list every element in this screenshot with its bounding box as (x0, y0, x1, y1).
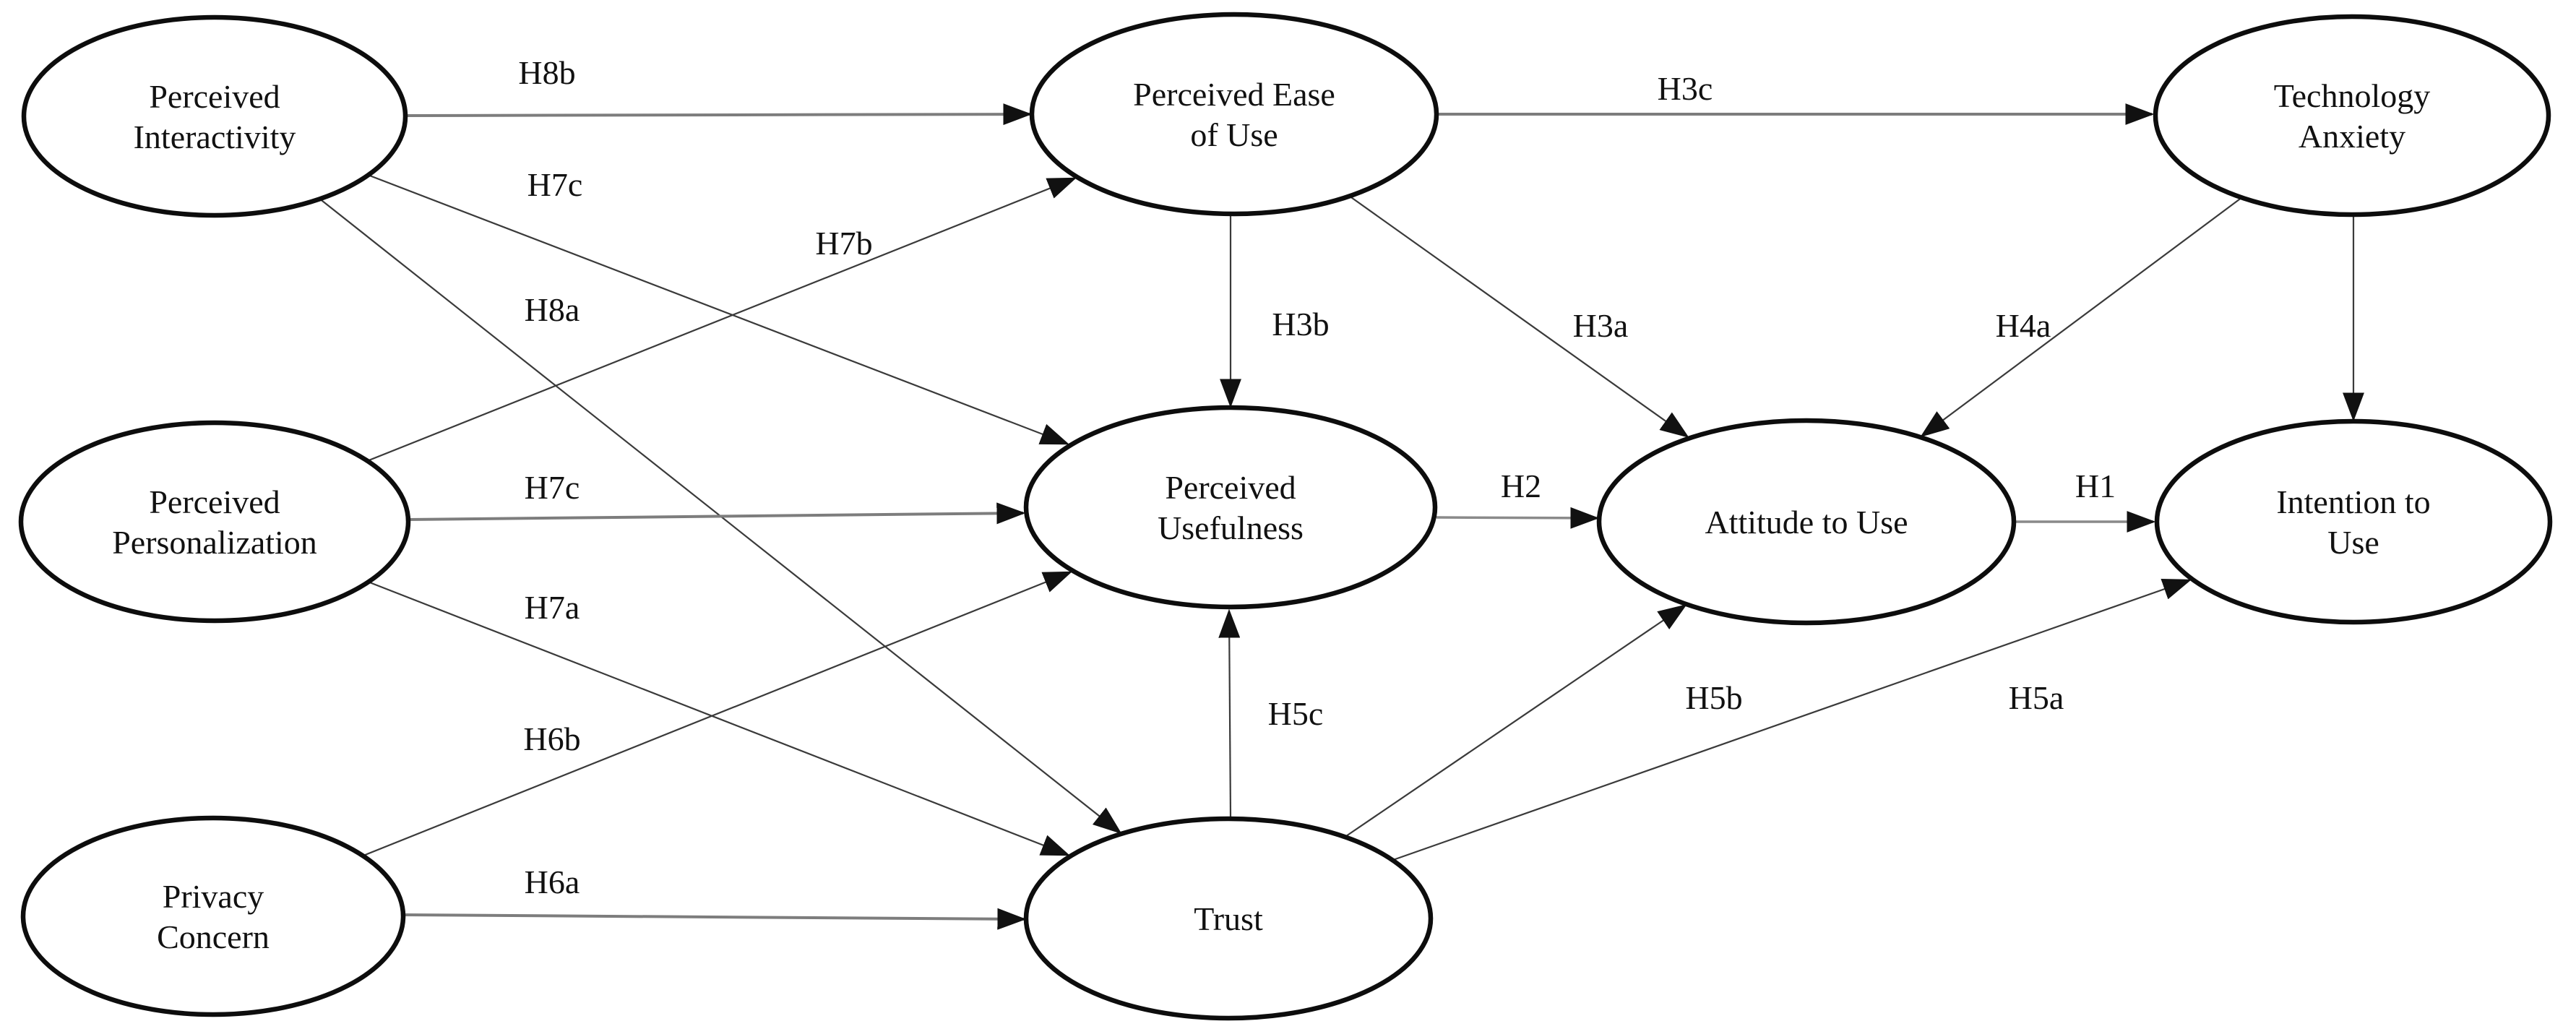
node-ellipse-technology-anxiety (2153, 14, 2551, 218)
edge-h5c (1218, 608, 1241, 818)
edge-label-h3a: H3a (1573, 307, 1629, 344)
edge-label-h7b: H7b (815, 225, 872, 262)
edge-label-h2: H2 (1501, 468, 1541, 504)
node-ellipse-perceived-interactivity (21, 14, 408, 218)
node-label-trust: Trust (1194, 900, 1263, 937)
edge-h6a (402, 908, 1027, 930)
edge-h3a (1348, 195, 1689, 438)
node-label-attitude-to-use: Attitude to Use (1705, 504, 1908, 541)
edge-label-h3b: H3b (1272, 306, 1329, 343)
edge-h7b (366, 177, 1077, 462)
edge-label-h8b: H8b (518, 54, 575, 91)
edge-h4a (1920, 197, 2243, 437)
node-ellipse-intention-to-use (2154, 418, 2553, 625)
edge-label-h4a: H4a (1996, 307, 2051, 344)
node-ellipse-perceived-usefulness (1023, 405, 1438, 610)
edge-label-h5b: H5b (1685, 679, 1742, 716)
edge-h5a (1392, 578, 2192, 861)
edge-label-h6b: H6b (523, 720, 580, 757)
edge-label-h5c: H5c (1268, 695, 1324, 732)
edge-label-h7c-mid: H7c (525, 469, 580, 506)
edge-h5b (1345, 604, 1687, 837)
edge-h6b (363, 571, 1073, 857)
node-ellipse-perceived-personalization (18, 420, 411, 624)
node-ellipse-perceived-ease-of-use (1029, 12, 1439, 217)
edge-label-h7c-top: H7c (527, 166, 583, 203)
edge-label-h5a: H5a (2009, 679, 2064, 716)
node-ellipse-privacy-concern (20, 815, 406, 1017)
node-ellipse-trust (1023, 816, 1434, 1021)
node-trust: Trust (1023, 816, 1434, 1021)
edge-label-h8a: H8a (525, 291, 580, 328)
edge-h8b (405, 103, 1033, 126)
node-attitude-to-use: Attitude to Use (1596, 418, 2017, 626)
edge-label-h6a: H6a (525, 864, 580, 900)
edge-label-h1: H1 (2075, 468, 2116, 504)
edges-layer (318, 103, 2364, 930)
edge-label-h3c: H3c (1658, 70, 1713, 107)
node-ellipse-attitude-to-use (1596, 418, 2017, 626)
edge-h7c-mid (408, 502, 1026, 525)
edge-h7a (367, 580, 1071, 856)
edge-label-h7a: H7a (525, 589, 580, 626)
edge-h2 (1436, 507, 1600, 529)
edge-h7c-top (367, 173, 1070, 445)
